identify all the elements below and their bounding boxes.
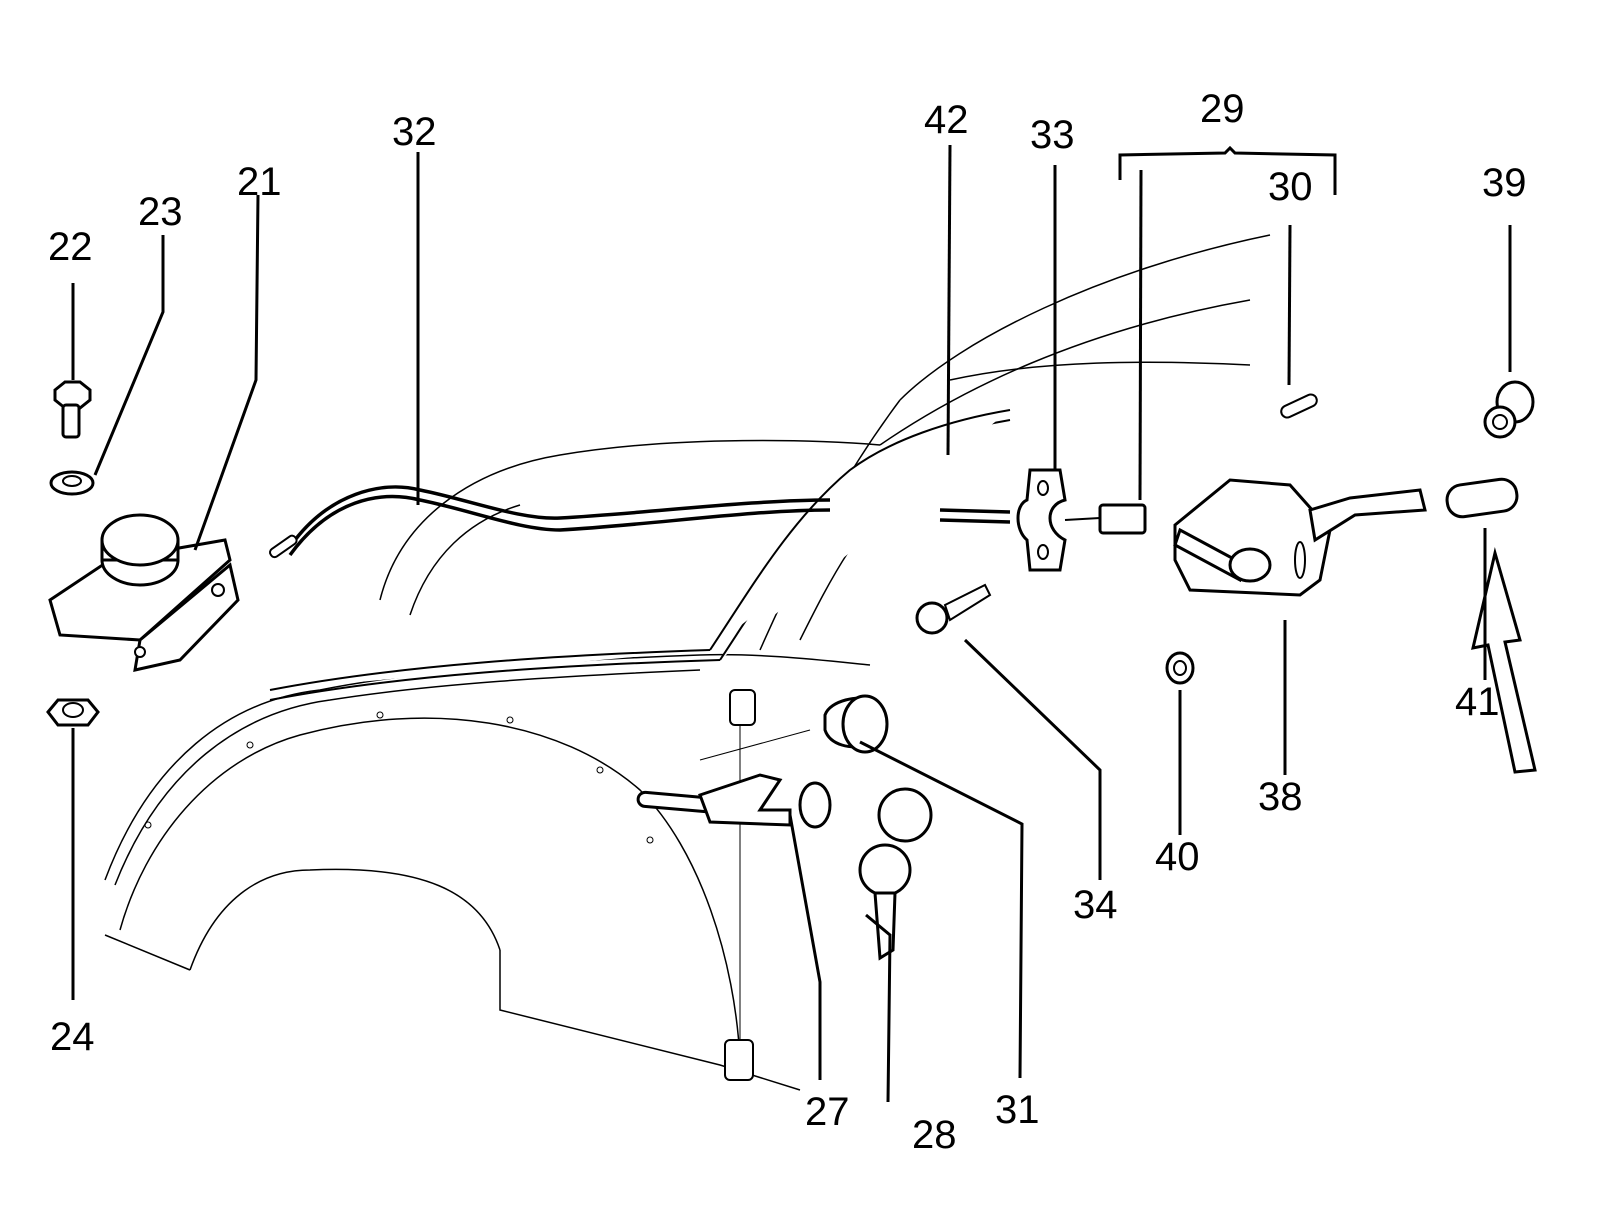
car-body-outline	[104, 234, 1271, 1091]
keys-part	[858, 787, 933, 961]
lock-knob-part	[823, 694, 889, 754]
spring-washer-part	[49, 470, 95, 496]
label-21: 21	[237, 160, 282, 204]
label-39: 39	[1482, 161, 1527, 205]
label-41: 41	[1455, 680, 1500, 724]
label-30: 30	[1268, 165, 1313, 209]
label-38: 38	[1258, 775, 1303, 819]
label-27: 27	[805, 1090, 850, 1134]
screw-part	[915, 583, 992, 635]
hood-lock-part	[48, 513, 240, 672]
label-33: 33	[1030, 113, 1075, 157]
hex-bolt-part	[53, 380, 92, 439]
release-cable-part	[268, 485, 1011, 559]
label-28: 28	[912, 1113, 957, 1157]
label-23: 23	[138, 190, 183, 234]
label-22: 22	[48, 225, 93, 269]
bushing-part	[1483, 380, 1535, 439]
label-31: 31	[995, 1088, 1040, 1132]
lever-grip-part	[1445, 477, 1519, 519]
part-labels: 22 23 21 32 42 33 29 30 39 41 38 40 34 3…	[48, 87, 1527, 1157]
label-42: 42	[924, 98, 969, 142]
label-24: 24	[50, 1015, 95, 1059]
label-40: 40	[1155, 835, 1200, 879]
cable-clamp-part	[1016, 468, 1067, 572]
label-32: 32	[392, 110, 437, 154]
hex-nut-part	[46, 698, 100, 727]
grommet-part	[1165, 651, 1195, 685]
lock-handle-part	[636, 773, 832, 829]
release-lever-part	[1173, 478, 1427, 597]
cable-connector-part	[1064, 503, 1147, 535]
leader-lines	[71, 144, 1512, 1103]
split-pin-part	[1280, 393, 1318, 419]
label-34: 34	[1073, 883, 1118, 927]
arrow-up-icon	[1471, 547, 1537, 774]
label-29: 29	[1200, 87, 1245, 131]
